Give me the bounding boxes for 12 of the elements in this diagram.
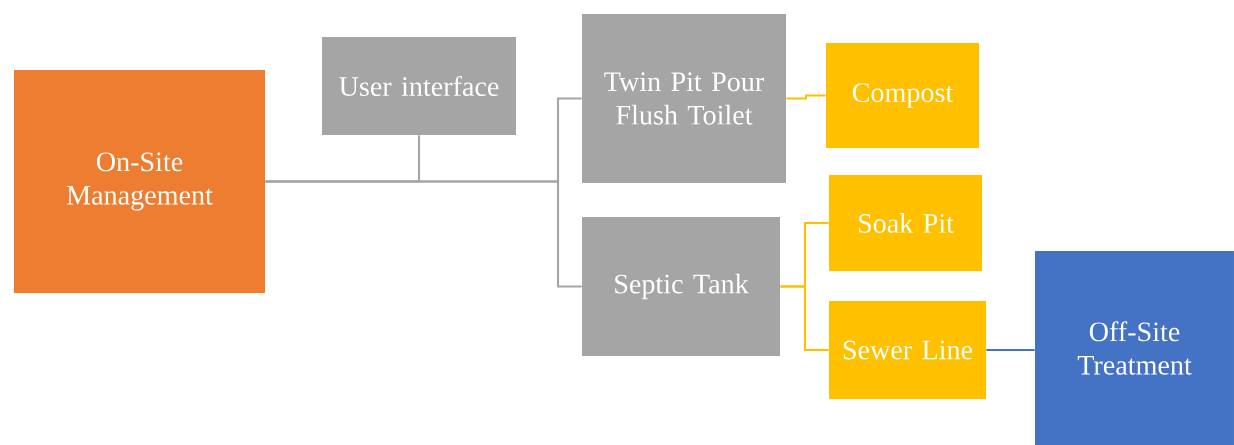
connector-line xyxy=(780,285,829,352)
process-box: On-Site Management xyxy=(14,70,265,293)
connector-line xyxy=(986,348,1035,352)
connector-line xyxy=(265,180,582,288)
process-box: Twin Pit Pour Flush Toilet xyxy=(582,14,786,183)
process-box: User interface xyxy=(322,37,516,135)
process-box: Soak Pit xyxy=(829,175,982,271)
process-box: Sewer Line xyxy=(829,301,986,399)
process-box: Off-Site Treatment xyxy=(1035,251,1234,445)
process-box: Compost xyxy=(826,43,979,148)
connector-line xyxy=(786,94,826,100)
process-box: Septic Tank xyxy=(582,217,780,356)
